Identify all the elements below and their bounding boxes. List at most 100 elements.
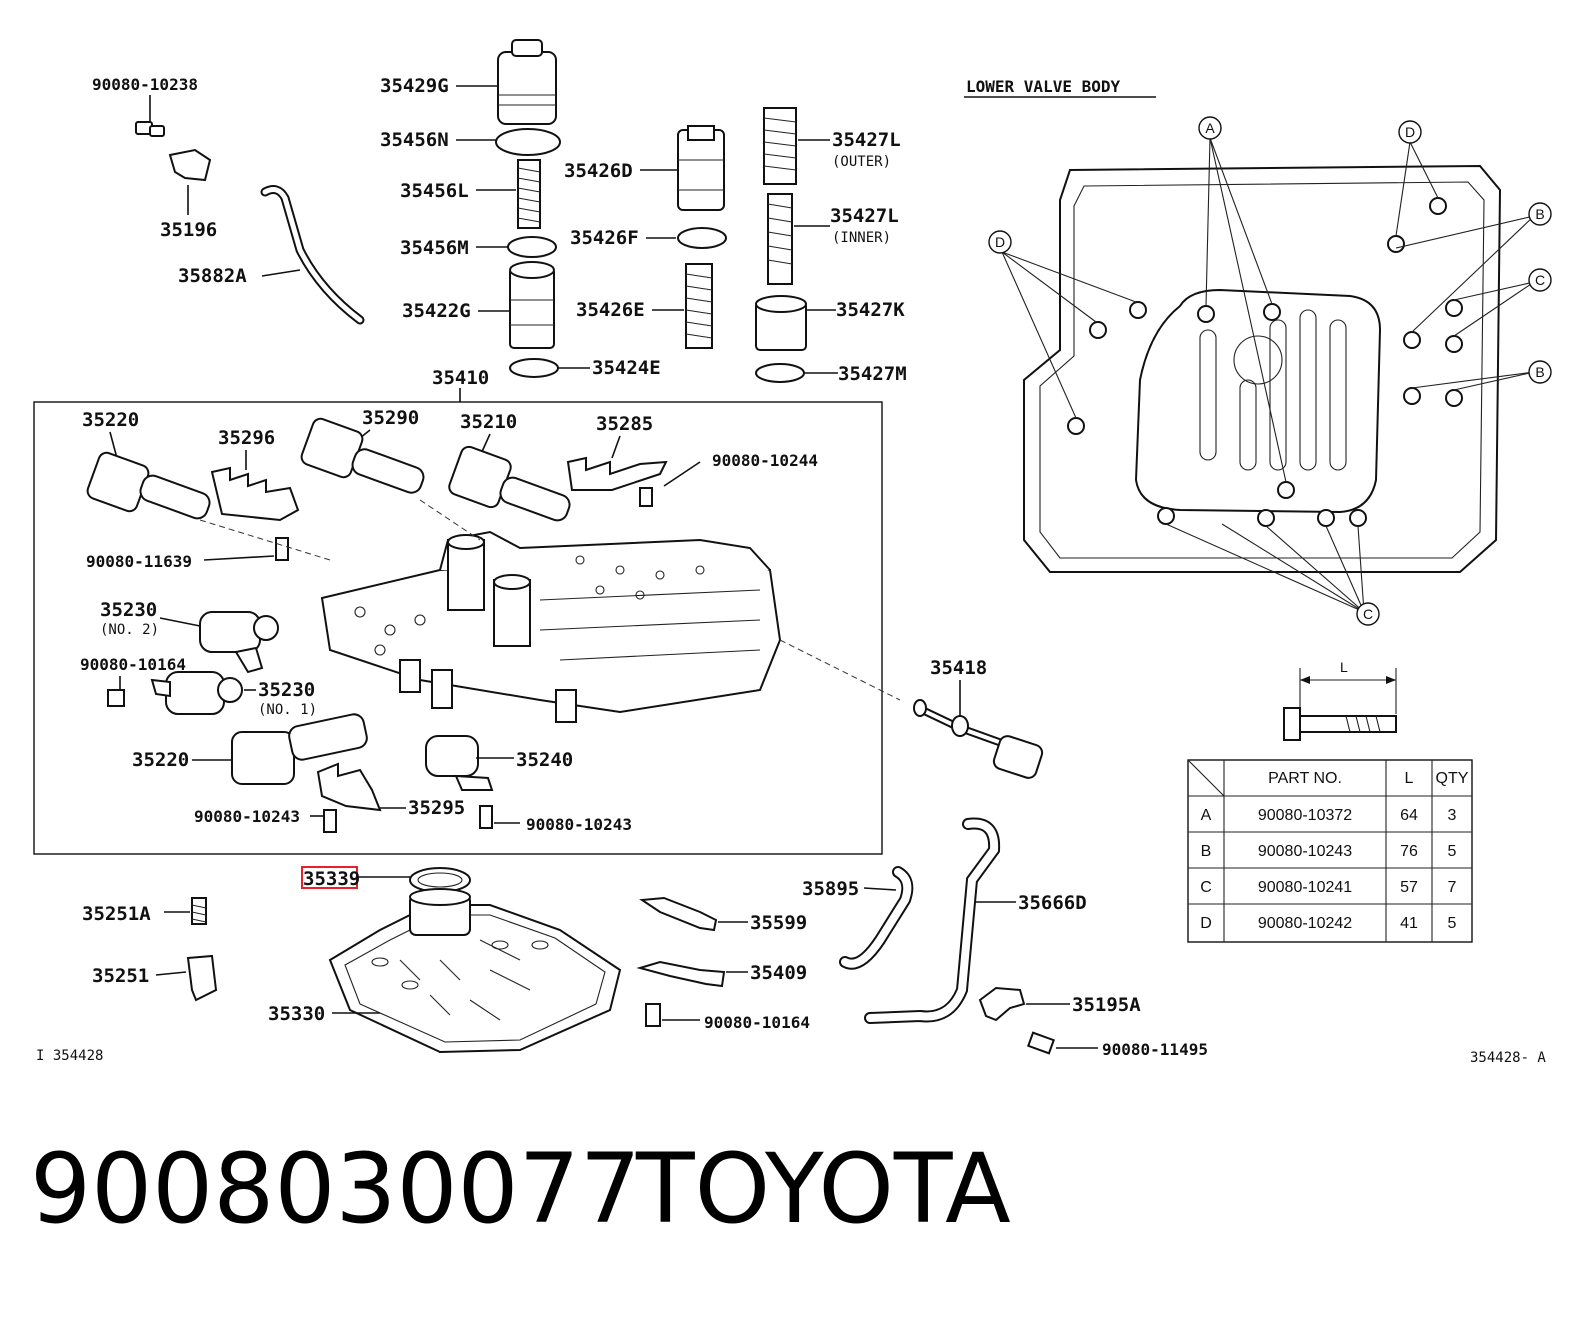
label-35251[interactable]: 35251 xyxy=(92,965,149,987)
label-90080-11495[interactable]: 90080-11495 xyxy=(1102,1040,1208,1059)
label-35290[interactable]: 35290 xyxy=(362,407,419,429)
bolt-table: PART NO. L QTY A 90080-10372 64 3 B 9008… xyxy=(1187,759,1473,943)
label-90080-10238[interactable]: 90080-10238 xyxy=(92,75,198,94)
callout-C-bottom[interactable]: C xyxy=(1356,602,1380,626)
callout-A[interactable]: A xyxy=(1198,116,1222,140)
connector-plate-35296 xyxy=(210,466,300,522)
callout-B-top[interactable]: B xyxy=(1528,202,1552,226)
table-row-part: 90080-10243 xyxy=(1258,843,1352,860)
solenoid-35240-drawing xyxy=(425,735,494,791)
highlight-box-35339 xyxy=(301,866,358,889)
part-group-lower-middle: 35895 35599 35409 90080-10164 35666D 351… xyxy=(636,817,1208,1059)
table-row-l: 76 xyxy=(1400,843,1418,860)
assembly-frame xyxy=(33,401,883,855)
check-ball-drawing xyxy=(186,954,218,1002)
label-35426F[interactable]: 35426F xyxy=(570,227,639,249)
label-35422G[interactable]: 35422G xyxy=(402,300,471,322)
svg-text:C: C xyxy=(1363,606,1373,622)
table-header-part: PART NO. xyxy=(1268,770,1342,787)
sleeve-drawing xyxy=(509,261,555,349)
callout-D-top[interactable]: D xyxy=(1398,120,1422,144)
cap-drawing xyxy=(497,39,557,125)
label-90080-11639[interactable]: 90080-11639 xyxy=(86,552,192,571)
label-35251A[interactable]: 35251A xyxy=(82,903,151,925)
part-group-35426: 35426D 35426F 35426E xyxy=(564,125,727,349)
note-no1: (NO. 1) xyxy=(258,702,317,718)
label-35210[interactable]: 35210 xyxy=(460,411,517,433)
part-group-35418: 35418 xyxy=(913,657,1044,779)
label-35424E[interactable]: 35424E xyxy=(592,357,661,379)
table-row-part: 90080-10241 xyxy=(1258,879,1352,896)
label-35220-top[interactable]: 35220 xyxy=(82,409,139,431)
bracket-35295 xyxy=(316,762,382,812)
label-35426D[interactable]: 35426D xyxy=(564,160,633,182)
label-35427L-outer[interactable]: 35427L xyxy=(832,129,901,151)
outer-spring-drawing xyxy=(763,107,797,185)
label-35456M[interactable]: 35456M xyxy=(400,237,469,259)
label-35295[interactable]: 35295 xyxy=(408,797,465,819)
label-35409[interactable]: 35409 xyxy=(750,962,807,984)
spring-drawing xyxy=(517,159,541,229)
part-group-top-left: 90080-10238 35196 35882A xyxy=(92,75,365,325)
valve-body-assembly: 35410 35220 35296 35290 35210 35285 9008… xyxy=(33,367,901,855)
label-35230-no2[interactable]: 35230 xyxy=(100,599,157,621)
callout-B-right[interactable]: B xyxy=(1528,360,1552,384)
table-row-qty: 7 xyxy=(1448,879,1457,896)
svg-text:D: D xyxy=(1405,124,1415,140)
callout-D-left[interactable]: D xyxy=(988,230,1012,254)
label-35427K[interactable]: 35427K xyxy=(836,299,905,321)
table-row-part: 90080-10372 xyxy=(1258,807,1352,824)
dimension-L-label: L xyxy=(1340,659,1348,675)
bracket-35285 xyxy=(566,456,668,491)
label-35456L[interactable]: 35456L xyxy=(400,180,469,202)
label-35429G[interactable]: 35429G xyxy=(380,75,449,97)
label-35599[interactable]: 35599 xyxy=(750,912,807,934)
label-35339[interactable]: 35339 xyxy=(303,868,360,890)
label-35426E[interactable]: 35426E xyxy=(576,299,645,321)
oring-drawing-3 xyxy=(509,358,559,378)
label-35456N[interactable]: 35456N xyxy=(380,129,449,151)
table-row-qty: 3 xyxy=(1448,807,1457,824)
table-header-l: L xyxy=(1405,770,1414,787)
footer-part-number: 9008030077 xyxy=(30,1133,641,1245)
table-row-key: C xyxy=(1200,879,1212,896)
label-35882A[interactable]: 35882A xyxy=(178,265,247,287)
valve-body-block-drawing xyxy=(320,530,782,723)
table-row-l: 41 xyxy=(1400,915,1418,932)
oring-drawing-4 xyxy=(677,227,727,249)
bolt-drawing-5 xyxy=(479,805,493,829)
label-35895[interactable]: 35895 xyxy=(802,878,859,900)
label-35427L-inner[interactable]: 35427L xyxy=(830,205,899,227)
label-90080-10164-bottom[interactable]: 90080-10164 xyxy=(704,1013,810,1032)
label-35285[interactable]: 35285 xyxy=(596,413,653,435)
label-90080-10164-left[interactable]: 90080-10164 xyxy=(80,655,186,674)
label-35230-no1[interactable]: 35230 xyxy=(258,679,315,701)
table-row-part: 90080-10242 xyxy=(1258,915,1352,932)
bolt-drawing xyxy=(639,487,653,507)
label-35418[interactable]: 35418 xyxy=(930,657,987,679)
table-row-qty: 5 xyxy=(1448,915,1457,932)
bolt-drawing-2 xyxy=(275,537,289,561)
callout-leaders xyxy=(1001,137,1535,613)
label-35296[interactable]: 35296 xyxy=(218,427,275,449)
solenoid-35220-bottom-drawing xyxy=(231,713,368,785)
table-header-qty: QTY xyxy=(1436,770,1469,787)
table-row-key: B xyxy=(1201,843,1212,860)
label-90080-10243-left[interactable]: 90080-10243 xyxy=(194,807,300,826)
label-35410[interactable]: 35410 xyxy=(432,367,489,389)
label-35220-bottom[interactable]: 35220 xyxy=(132,749,189,771)
label-35240[interactable]: 35240 xyxy=(516,749,573,771)
spring-drawing-3 xyxy=(191,897,207,925)
svg-text:D: D xyxy=(995,234,1005,250)
label-35196[interactable]: 35196 xyxy=(160,219,217,241)
label-35427M[interactable]: 35427M xyxy=(838,363,907,385)
label-90080-10244[interactable]: 90080-10244 xyxy=(712,451,818,470)
label-35195A[interactable]: 35195A xyxy=(1072,994,1141,1016)
part-group-lower-left: 35339 35251A 35251 35330 xyxy=(82,866,622,1054)
label-35330[interactable]: 35330 xyxy=(268,1003,325,1025)
callout-C-right[interactable]: C xyxy=(1528,268,1552,292)
label-90080-10243-right[interactable]: 90080-10243 xyxy=(526,815,632,834)
part-group-35427: 35427L (OUTER) 35427L (INNER) 35427K 354… xyxy=(755,107,907,385)
label-35666D[interactable]: 35666D xyxy=(1018,892,1087,914)
